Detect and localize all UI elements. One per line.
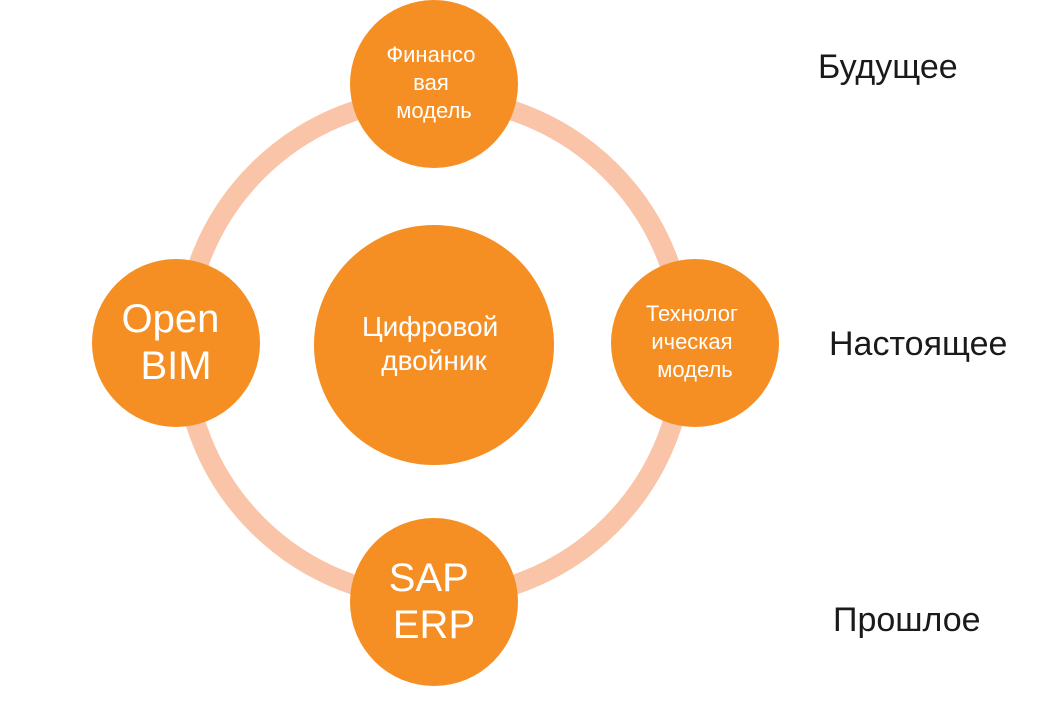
node-financial-model-circle	[350, 0, 518, 168]
node-sap-erp-label: SAP ERP	[389, 556, 479, 647]
node-technological-model-line-3: модель	[657, 357, 733, 382]
node-technological-model: Технолог ическая модель	[611, 259, 779, 427]
node-sap-erp-circle	[350, 518, 518, 686]
node-financial-model: Финансо вая модель	[350, 0, 518, 168]
node-financial-model-line-3: модель	[396, 98, 472, 123]
node-open-bim-circle	[92, 259, 260, 427]
node-financial-model-line-1: Финансо	[386, 42, 475, 67]
node-technological-model-label: Технолог ическая модель	[646, 301, 744, 382]
node-sap-erp-line-1: SAP	[389, 556, 468, 600]
node-technological-model-line-1: Технолог	[646, 301, 738, 326]
node-technological-model-line-2: ическая	[651, 329, 732, 354]
center-node-line-2: двойник	[381, 345, 487, 376]
center-node-line-1: Цифровой	[362, 311, 498, 342]
node-technological-model-circle	[611, 259, 779, 427]
node-open-bim-line-1: Open	[122, 297, 220, 341]
node-sap-erp-line-2: ERP	[393, 603, 475, 647]
label-present: Настоящее	[829, 325, 1008, 363]
label-future: Будущее	[818, 48, 958, 86]
node-financial-model-line-2: вая	[413, 70, 449, 95]
node-open-bim: Open BIM	[92, 259, 260, 427]
node-open-bim-line-2: BIM	[140, 344, 211, 388]
center-node-circle	[314, 225, 554, 465]
center-node-label: Цифровой двойник	[362, 311, 506, 376]
node-financial-model-label: Финансо вая модель	[386, 42, 481, 123]
node-sap-erp: SAP ERP	[350, 518, 518, 686]
node-open-bim-label: Open BIM	[122, 297, 231, 388]
label-past: Прошлое	[833, 601, 981, 639]
center-node: Цифровой двойник	[314, 225, 554, 465]
